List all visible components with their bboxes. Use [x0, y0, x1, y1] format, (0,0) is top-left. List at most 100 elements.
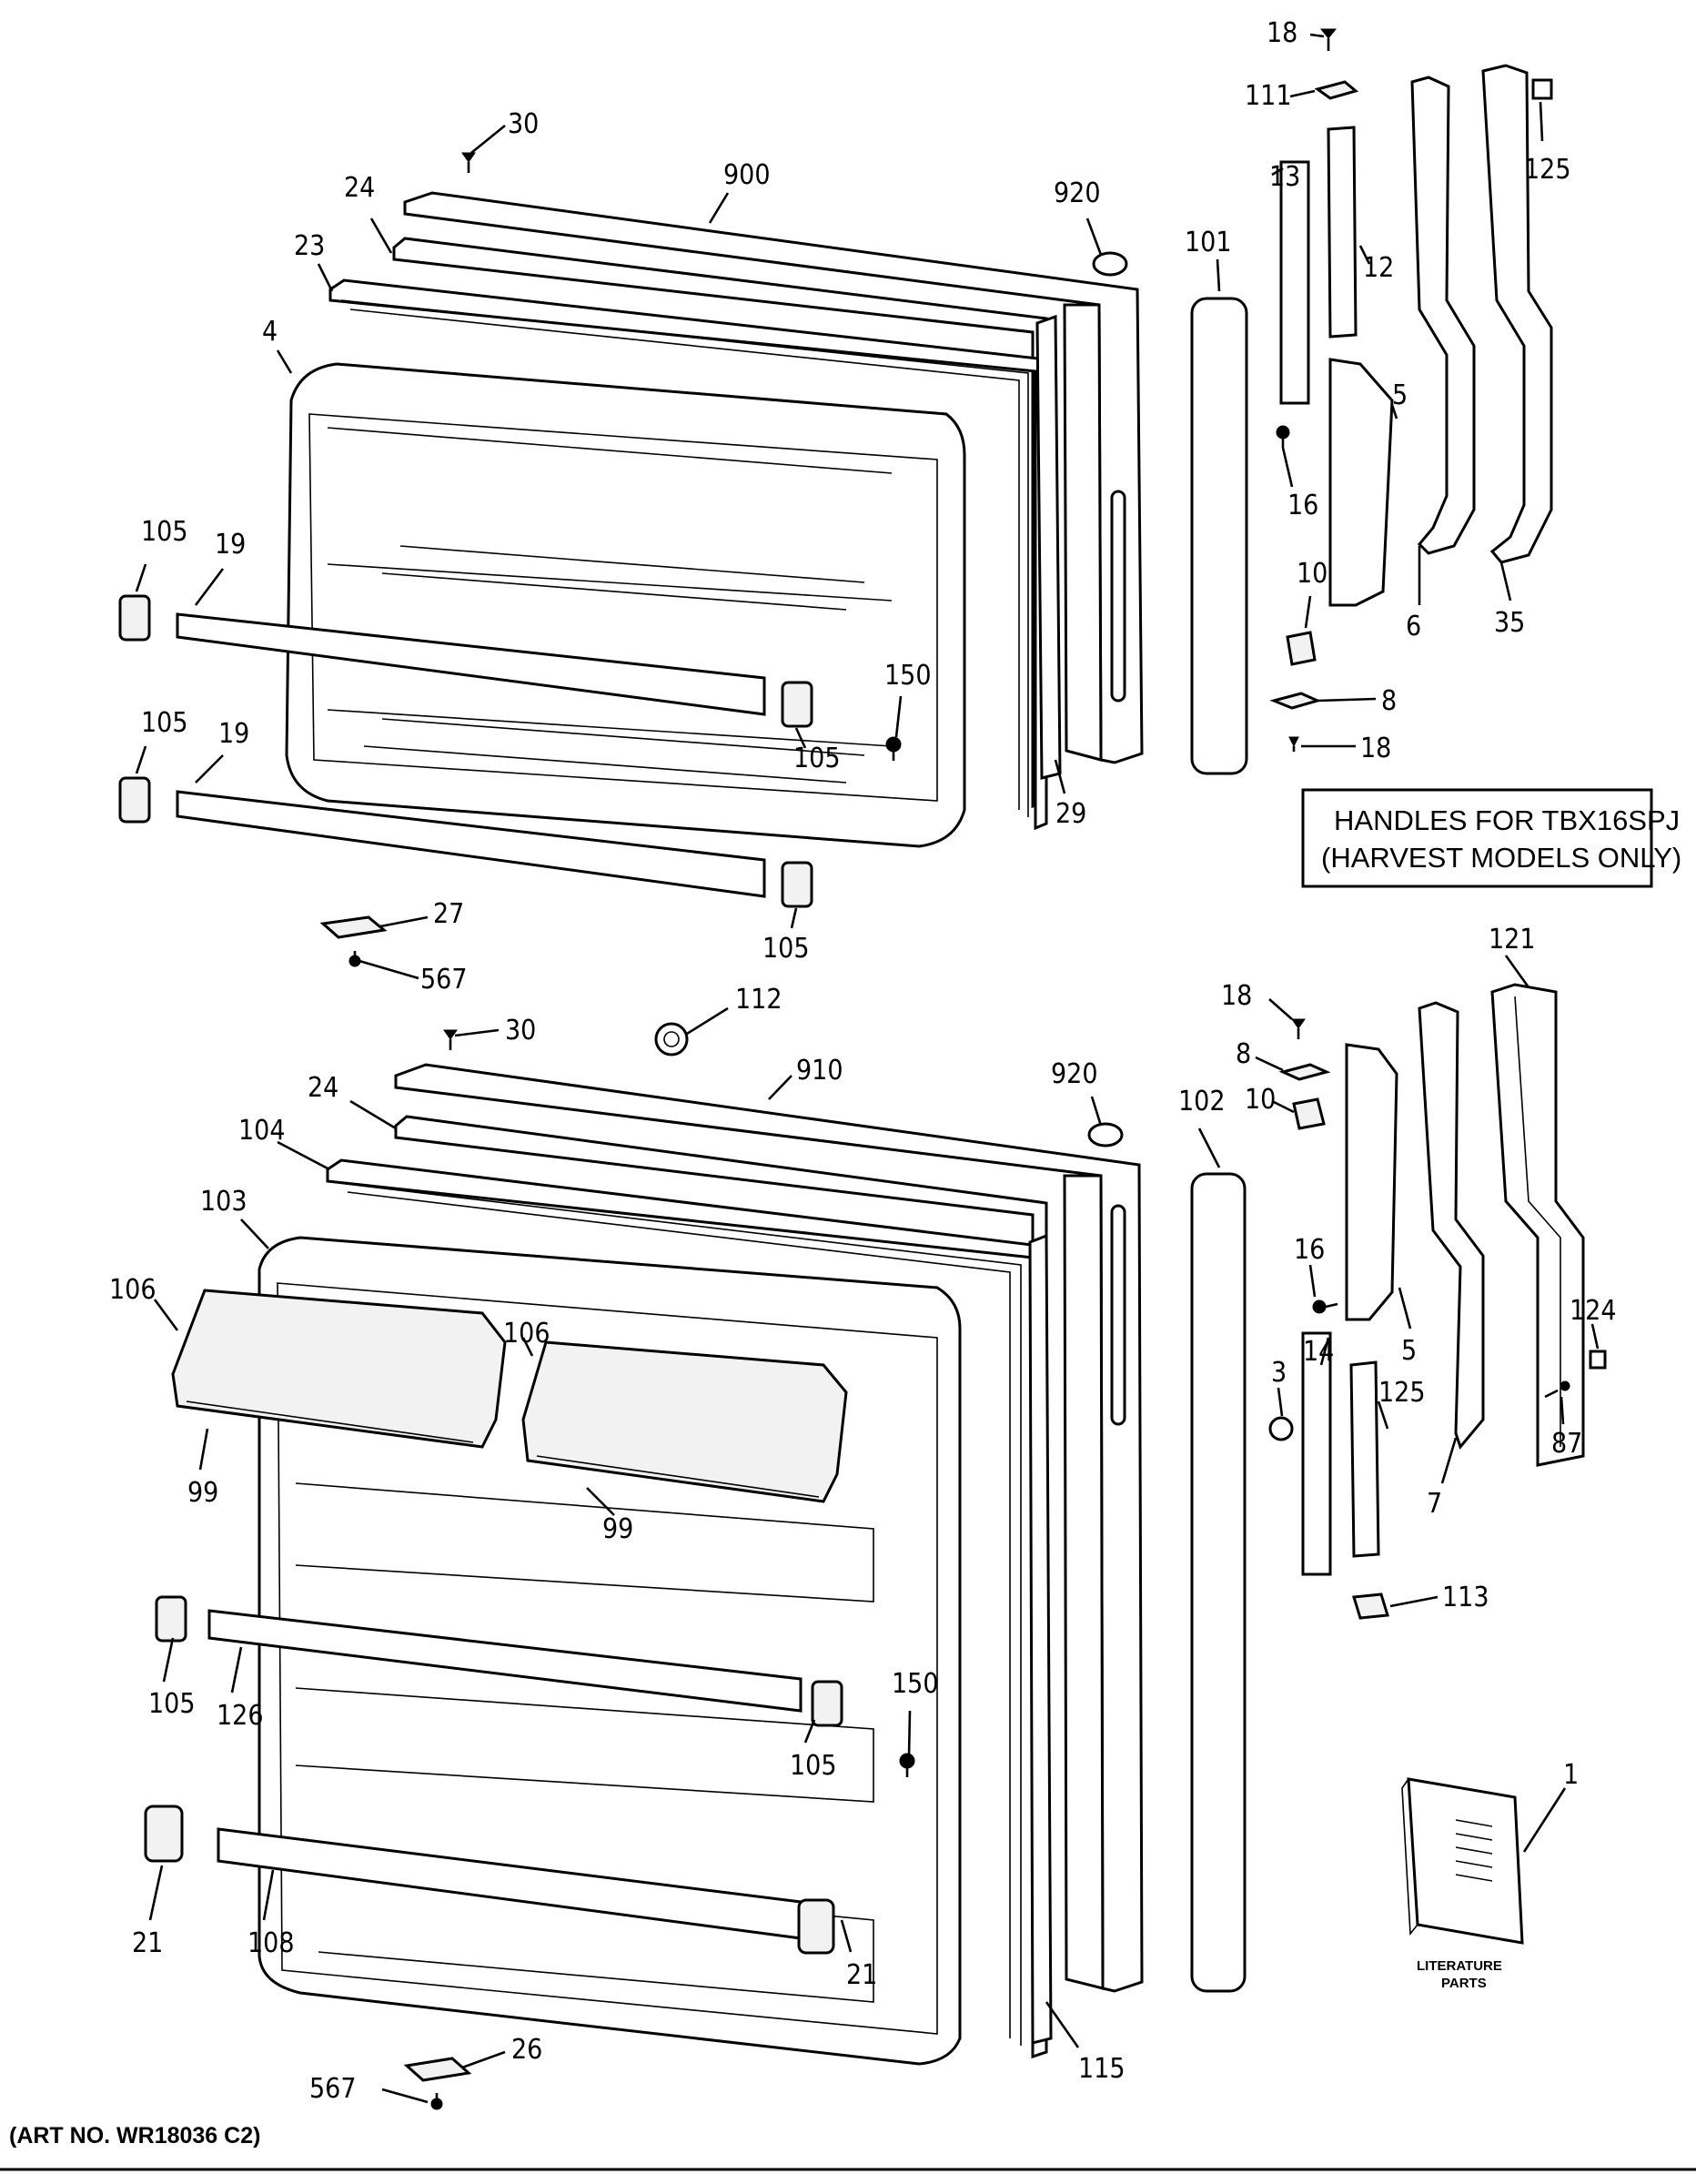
callout-910: 910 — [796, 1055, 843, 1087]
callout-21-right: 21 — [846, 1959, 877, 1991]
door-shelf-bracket — [811, 1680, 843, 1727]
callout-35: 35 — [1494, 607, 1525, 639]
callout-920-top: 920 — [1054, 177, 1101, 209]
fresh-food-breaker-strip — [1028, 1233, 1053, 2045]
screw-icon — [1319, 28, 1338, 51]
callout-13: 13 — [1269, 161, 1300, 193]
callout-105-top-d: 105 — [762, 933, 810, 965]
screw-icon — [885, 736, 902, 761]
harvest-note-box — [1301, 788, 1653, 888]
callout-105-bottom-b: 105 — [790, 1750, 837, 1782]
callout-111: 111 — [1245, 80, 1292, 112]
callout-7: 7 — [1427, 1488, 1442, 1520]
callout-105-bottom-a: 105 — [148, 1688, 196, 1720]
literature-booklet — [1407, 1777, 1524, 1945]
handle-end-cap-125 — [1531, 78, 1553, 100]
screw-icon — [1291, 1018, 1306, 1039]
freezer-shelf-bracket — [118, 594, 151, 642]
callout-567-top: 567 — [420, 964, 468, 996]
callout-19-top-b: 19 — [218, 718, 249, 750]
callout-567-bottom: 567 — [309, 2073, 357, 2105]
handle-clip-10 — [1286, 631, 1317, 666]
freezer-outer-door-panel — [403, 191, 1144, 764]
callout-900: 900 — [723, 159, 771, 191]
freezer-handle-parts — [1269, 28, 1553, 752]
fresh-food-handle-parts — [1255, 955, 1607, 1620]
callout-4: 4 — [262, 316, 278, 348]
callout-8-bottom: 8 — [1236, 1038, 1251, 1070]
callout-26: 26 — [511, 2034, 542, 2066]
callout-124: 124 — [1570, 1295, 1617, 1327]
fresh-food-door-handle-slot — [1110, 1204, 1126, 1426]
door-shelf-bar-126 — [207, 1609, 803, 1713]
callout-10-top: 10 — [1297, 558, 1328, 590]
callout-23: 23 — [294, 230, 325, 262]
handle-121 — [1490, 983, 1585, 1467]
fresh-food-door-assembly — [144, 1006, 1247, 2110]
plug-3 — [1268, 1416, 1294, 1441]
fresh-food-plug-button — [1087, 1122, 1124, 1148]
callout-27: 27 — [433, 898, 464, 930]
callout-30-bottom: 30 — [505, 1015, 536, 1046]
callout-24-top: 24 — [344, 172, 375, 204]
callout-18-top-a: 18 — [1267, 17, 1297, 49]
literature-label-line-1: LITERATURE — [1417, 1958, 1502, 1974]
callout-113: 113 — [1442, 1582, 1489, 1613]
handle-bracket-5 — [1328, 358, 1394, 607]
callout-126: 126 — [217, 1700, 264, 1732]
callout-115: 115 — [1078, 2053, 1126, 2085]
butter-compartment-right — [521, 1340, 848, 1503]
freezer-door-handle-slot — [1110, 490, 1126, 703]
freezer-shelf-bracket — [781, 861, 813, 908]
freezer-shelf-bracket — [781, 681, 813, 728]
callout-29: 29 — [1055, 798, 1086, 830]
handle-bracket-125 — [1349, 1360, 1380, 1558]
callout-16-top: 16 — [1287, 490, 1318, 521]
fresh-food-hinge-plate — [403, 2057, 472, 2082]
callout-99-left: 99 — [187, 1477, 218, 1509]
handle-clip-10 — [1292, 1097, 1326, 1130]
callout-16-bottom: 16 — [1294, 1234, 1325, 1266]
callout-920-bottom: 920 — [1051, 1058, 1098, 1090]
butter-compartment-left — [171, 1289, 507, 1449]
callout-102: 102 — [1178, 1086, 1226, 1117]
freezer-shelf-grille-upper — [381, 545, 865, 611]
callout-10-bottom: 10 — [1245, 1084, 1276, 1116]
screw-icon — [1276, 425, 1290, 448]
callout-12: 12 — [1363, 252, 1394, 284]
handle-35 — [1481, 64, 1553, 564]
freezer-hinge-plate — [319, 915, 388, 939]
handle-end-cap-124 — [1589, 1350, 1607, 1370]
callout-30-top: 30 — [508, 108, 539, 140]
freezer-breaker-strip — [1035, 314, 1062, 780]
callout-5-top: 5 — [1392, 379, 1408, 411]
callout-106-left: 106 — [109, 1274, 156, 1306]
callout-6: 6 — [1406, 611, 1421, 642]
callout-101: 101 — [1185, 227, 1232, 258]
callout-18-bottom: 18 — [1221, 980, 1252, 1012]
callout-14: 14 — [1303, 1336, 1334, 1368]
callout-150-bottom: 150 — [892, 1668, 939, 1700]
fresh-food-outer-door-panel — [394, 1063, 1144, 1993]
callout-105-top-a: 105 — [141, 516, 188, 548]
door-shelf-bracket — [155, 1595, 187, 1643]
door-shelf-bracket-21 — [797, 1898, 835, 1955]
handle-bracket-5 — [1345, 1043, 1398, 1321]
freezer-door-trim — [1190, 297, 1248, 775]
screw-icon — [348, 951, 361, 967]
callout-108: 108 — [247, 1927, 295, 1959]
screw-icon — [1288, 736, 1299, 752]
freezer-plug-button — [1092, 251, 1128, 277]
freezer-door-assembly — [118, 124, 1248, 980]
callout-3: 3 — [1271, 1357, 1287, 1389]
screw-icon — [430, 2093, 443, 2110]
freezer-shelf-bar-lower — [176, 790, 766, 898]
callout-105-top-b: 105 — [141, 707, 188, 739]
callout-1: 1 — [1563, 1759, 1579, 1791]
fresh-food-outer-door-side — [1063, 1174, 1105, 1990]
callout-103: 103 — [200, 1186, 247, 1218]
handle-cover-14 — [1301, 1331, 1332, 1576]
callout-18-top-b: 18 — [1360, 733, 1391, 764]
handle-6 — [1410, 76, 1476, 555]
